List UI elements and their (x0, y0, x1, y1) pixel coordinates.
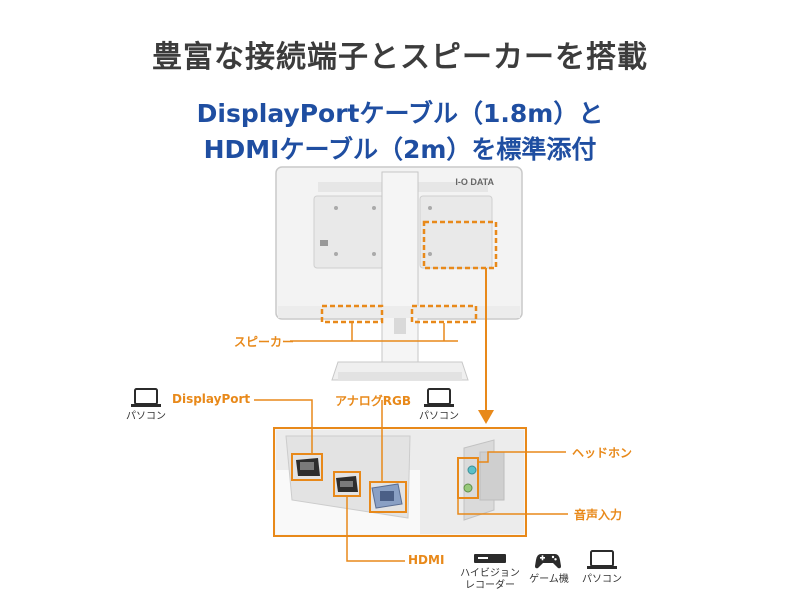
port-callout-lines (254, 399, 568, 562)
pc-mid-label: パソコン (419, 411, 459, 422)
pc-left-label: パソコン (126, 411, 166, 422)
monitor-back-view (275, 166, 523, 381)
port-highlights (291, 453, 479, 513)
zoom-arrow (478, 268, 494, 424)
laptop-icon (131, 388, 161, 407)
displayport-label: DisplayPort (172, 392, 251, 406)
subtitle-line2: HDMIケーブル（2m）を標準添付 (203, 135, 597, 164)
hdmi-label: HDMI (408, 553, 445, 567)
audio-in-label: 音声入力 (574, 508, 623, 522)
brand-logo: I-O DATA (455, 177, 494, 187)
subtitle-line1: DisplayPortケーブル（1.8m）と (196, 99, 604, 128)
analog-rgb-label: アナログRGB (335, 394, 411, 408)
speaker-label: スピーカー (234, 335, 295, 349)
laptop-icon (587, 550, 617, 569)
laptop-icon (424, 388, 454, 407)
game-controller-icon (535, 554, 561, 569)
page-title: 豊富な接続端子とスピーカーを搭載 (152, 40, 648, 75)
highlight-boxes (320, 220, 498, 324)
recorder-label-line1: ハイビジョン (460, 568, 520, 579)
speaker-callout-lines (290, 323, 458, 342)
recorder-label-line2: レコーダー (465, 580, 515, 591)
recorder-icon (474, 554, 506, 563)
pc-right-label: パソコン (582, 574, 622, 585)
headphone-label: ヘッドホン (572, 446, 633, 460)
game-label: ゲーム機 (529, 574, 569, 585)
